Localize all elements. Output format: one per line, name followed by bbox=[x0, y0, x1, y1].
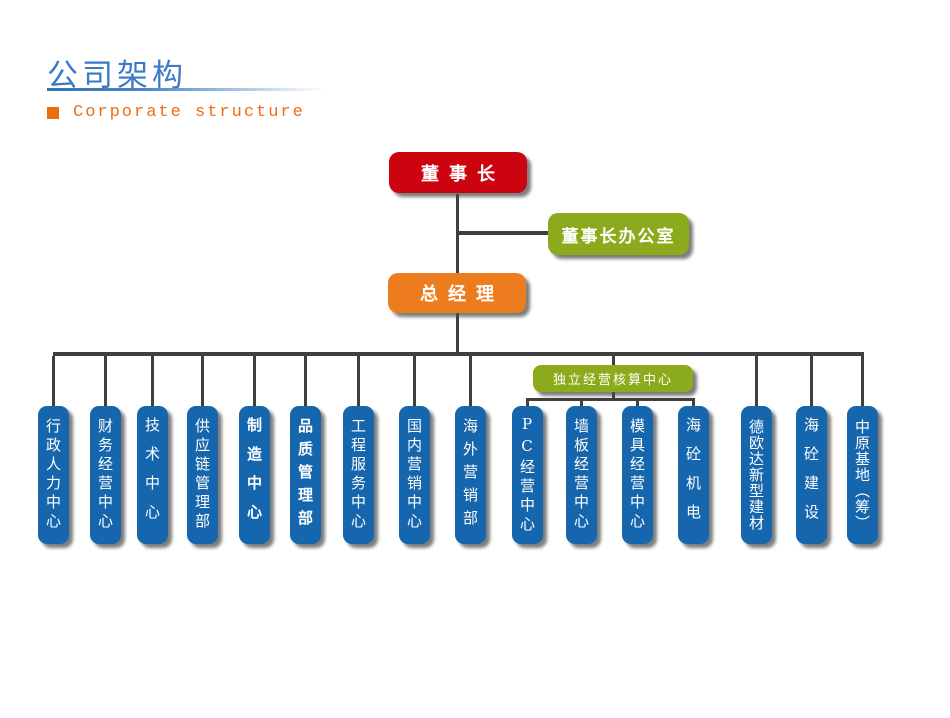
general-manager-box: 总经理 bbox=[388, 273, 526, 313]
connector-line bbox=[413, 356, 416, 406]
connector-line bbox=[861, 356, 864, 406]
dept-box: 墙板经营中心 bbox=[566, 406, 597, 544]
connector-line bbox=[692, 398, 695, 406]
dept-box: PC经营中心 bbox=[512, 406, 543, 544]
connector-line bbox=[253, 356, 256, 406]
connector-line bbox=[526, 398, 695, 401]
general-manager-label: 总经理 bbox=[420, 284, 504, 305]
chairman-box: 董事长 bbox=[389, 152, 527, 193]
connector-line bbox=[104, 356, 107, 406]
bullet-square-icon bbox=[47, 106, 59, 119]
dept-box: 海砼机电 bbox=[678, 406, 709, 544]
connector-line bbox=[201, 356, 204, 406]
connector-line bbox=[304, 356, 307, 406]
connector-line bbox=[151, 356, 154, 406]
dept-box: 技术中心 bbox=[137, 406, 168, 544]
dept-box: 中原基地（筹） bbox=[847, 406, 878, 544]
title-underline bbox=[47, 88, 325, 91]
chairman-office-box: 董事长办公室 bbox=[548, 213, 689, 255]
dept-box: 制造中心 bbox=[239, 406, 270, 544]
connector-line bbox=[357, 356, 360, 406]
connector-line bbox=[456, 313, 459, 352]
dept-box: 国内营销中心 bbox=[399, 406, 430, 544]
accounting-center-box: 独立经营核算中心 bbox=[533, 365, 693, 392]
connector-line bbox=[810, 356, 813, 406]
dept-box: 工程服务中心 bbox=[343, 406, 374, 544]
dept-box: 供应链管理部 bbox=[187, 406, 218, 544]
connector-line bbox=[755, 356, 758, 406]
dept-box: 德欧达新型建材 bbox=[741, 406, 772, 544]
connector-line bbox=[52, 356, 55, 406]
page-subtitle: Corporate structure bbox=[73, 103, 305, 122]
subtitle-row: Corporate structure bbox=[47, 103, 305, 122]
connector-line bbox=[53, 352, 864, 356]
chairman-label: 董事长 bbox=[421, 163, 505, 185]
connector-line bbox=[580, 398, 583, 406]
dept-box: 海砼建设 bbox=[796, 406, 827, 544]
accounting-center-label: 独立经营核算中心 bbox=[552, 373, 673, 388]
dept-box: 模具经营中心 bbox=[622, 406, 653, 544]
dept-box: 海外营销部 bbox=[455, 406, 486, 544]
connector-line bbox=[636, 398, 639, 406]
connector-line bbox=[526, 398, 529, 406]
dept-box: 行政人力中心 bbox=[38, 406, 69, 544]
dept-box: 品质管理部 bbox=[290, 406, 321, 544]
connector-line bbox=[469, 356, 472, 406]
connector-line bbox=[612, 356, 615, 365]
connector-line bbox=[457, 231, 548, 235]
dept-box: 财务经营中心 bbox=[90, 406, 121, 544]
chairman-office-label: 董事长办公室 bbox=[561, 226, 676, 247]
connector-line bbox=[612, 392, 615, 398]
